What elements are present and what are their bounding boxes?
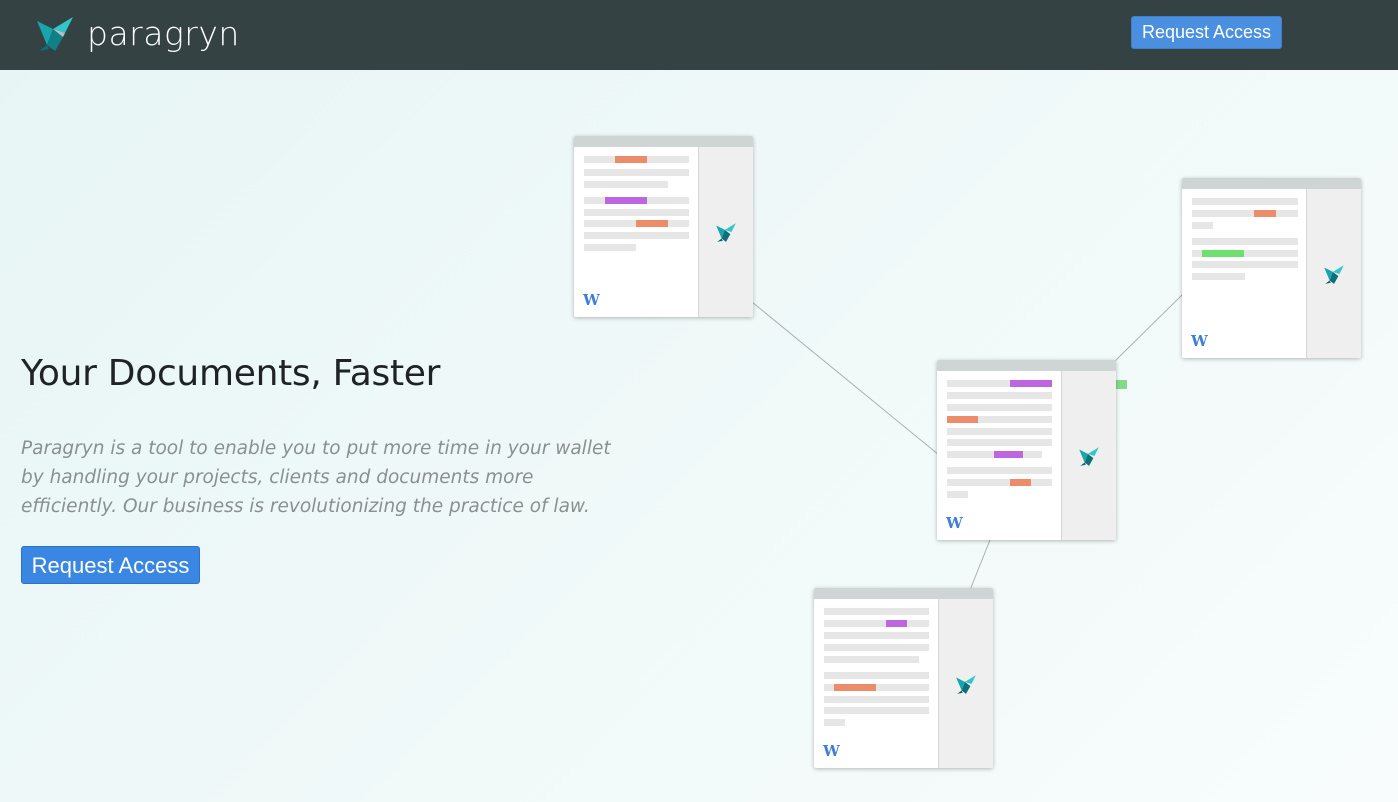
highlight-mark: [615, 156, 647, 163]
text-line: [584, 169, 689, 176]
text-line: [824, 719, 845, 726]
bird-logo-icon: [956, 674, 976, 694]
brand-name: paragryn: [87, 13, 240, 53]
document-card: W: [937, 360, 1116, 540]
text-line: [947, 392, 1052, 399]
document-titlebar: [574, 136, 753, 147]
document-card: W: [1182, 178, 1361, 358]
document-body: W: [937, 371, 1061, 540]
highlight-mark: [1010, 380, 1052, 387]
document-side-panel: [938, 599, 993, 768]
document-side-panel: [698, 147, 753, 317]
text-line: [947, 428, 1052, 435]
document-titlebar: [1182, 178, 1361, 189]
document-side-panel: [1061, 371, 1116, 540]
text-line: [584, 232, 689, 239]
document-card: W: [814, 588, 993, 768]
bird-logo-icon: [37, 17, 73, 51]
word-document-icon: W: [823, 742, 840, 760]
text-line: [1192, 210, 1298, 217]
highlight-mark: [636, 220, 668, 227]
text-line: [824, 684, 929, 691]
hero-title: Your Documents, Faster: [21, 353, 441, 394]
text-line: [584, 209, 689, 216]
bird-logo-icon: [1324, 264, 1344, 284]
bird-logo-icon: [1079, 446, 1099, 466]
highlight-mark: [834, 684, 876, 691]
hero-description: Paragryn is a tool to enable you to put …: [21, 438, 611, 517]
text-line: [824, 644, 929, 651]
text-line: [947, 404, 1052, 411]
text-line: [584, 244, 636, 251]
text-line: [824, 696, 929, 703]
highlight-mark: [947, 416, 978, 423]
connector-line: [1113, 293, 1184, 363]
document-body: W: [574, 147, 698, 317]
brand[interactable]: paragryn: [33, 11, 240, 55]
connector-line: [751, 301, 940, 456]
text-line: [947, 479, 1052, 486]
text-line: [1192, 273, 1245, 280]
bird-logo-icon: [716, 223, 736, 242]
text-line: [947, 380, 1052, 387]
highlight-mark: [1202, 250, 1244, 257]
document-body: W: [814, 599, 938, 768]
word-document-icon: W: [1191, 332, 1208, 350]
top-navbar: paragryn Request Access: [0, 0, 1398, 70]
word-document-icon: W: [583, 291, 600, 309]
document-side-panel: [1306, 189, 1361, 358]
text-line: [824, 672, 929, 679]
text-line: [1192, 238, 1298, 245]
text-line: [824, 620, 929, 627]
document-card: W: [574, 136, 753, 317]
highlight-mark: [605, 197, 647, 204]
text-line: [947, 491, 968, 498]
text-line: [947, 439, 1052, 446]
text-line: [824, 656, 919, 663]
text-line: [1192, 250, 1298, 257]
text-line: [824, 707, 929, 714]
green-highlight-tag: [1114, 380, 1127, 389]
highlight-mark: [994, 451, 1023, 458]
text-line: [1192, 261, 1298, 268]
text-line: [1192, 198, 1298, 205]
text-line: [1192, 222, 1213, 229]
word-document-icon: W: [946, 514, 963, 532]
text-line: [584, 181, 668, 188]
text-line: [947, 467, 1052, 474]
highlight-mark: [1254, 210, 1276, 217]
highlight-mark: [1010, 479, 1031, 486]
text-line: [824, 608, 929, 615]
hero-request-access-button[interactable]: Request Access: [21, 546, 200, 584]
text-line: [824, 632, 929, 639]
text-line: [947, 416, 1052, 423]
highlight-mark: [886, 620, 907, 627]
document-titlebar: [814, 588, 993, 599]
document-body: W: [1182, 189, 1306, 358]
document-titlebar: [937, 360, 1116, 371]
header-request-access-button[interactable]: Request Access: [1131, 16, 1282, 49]
